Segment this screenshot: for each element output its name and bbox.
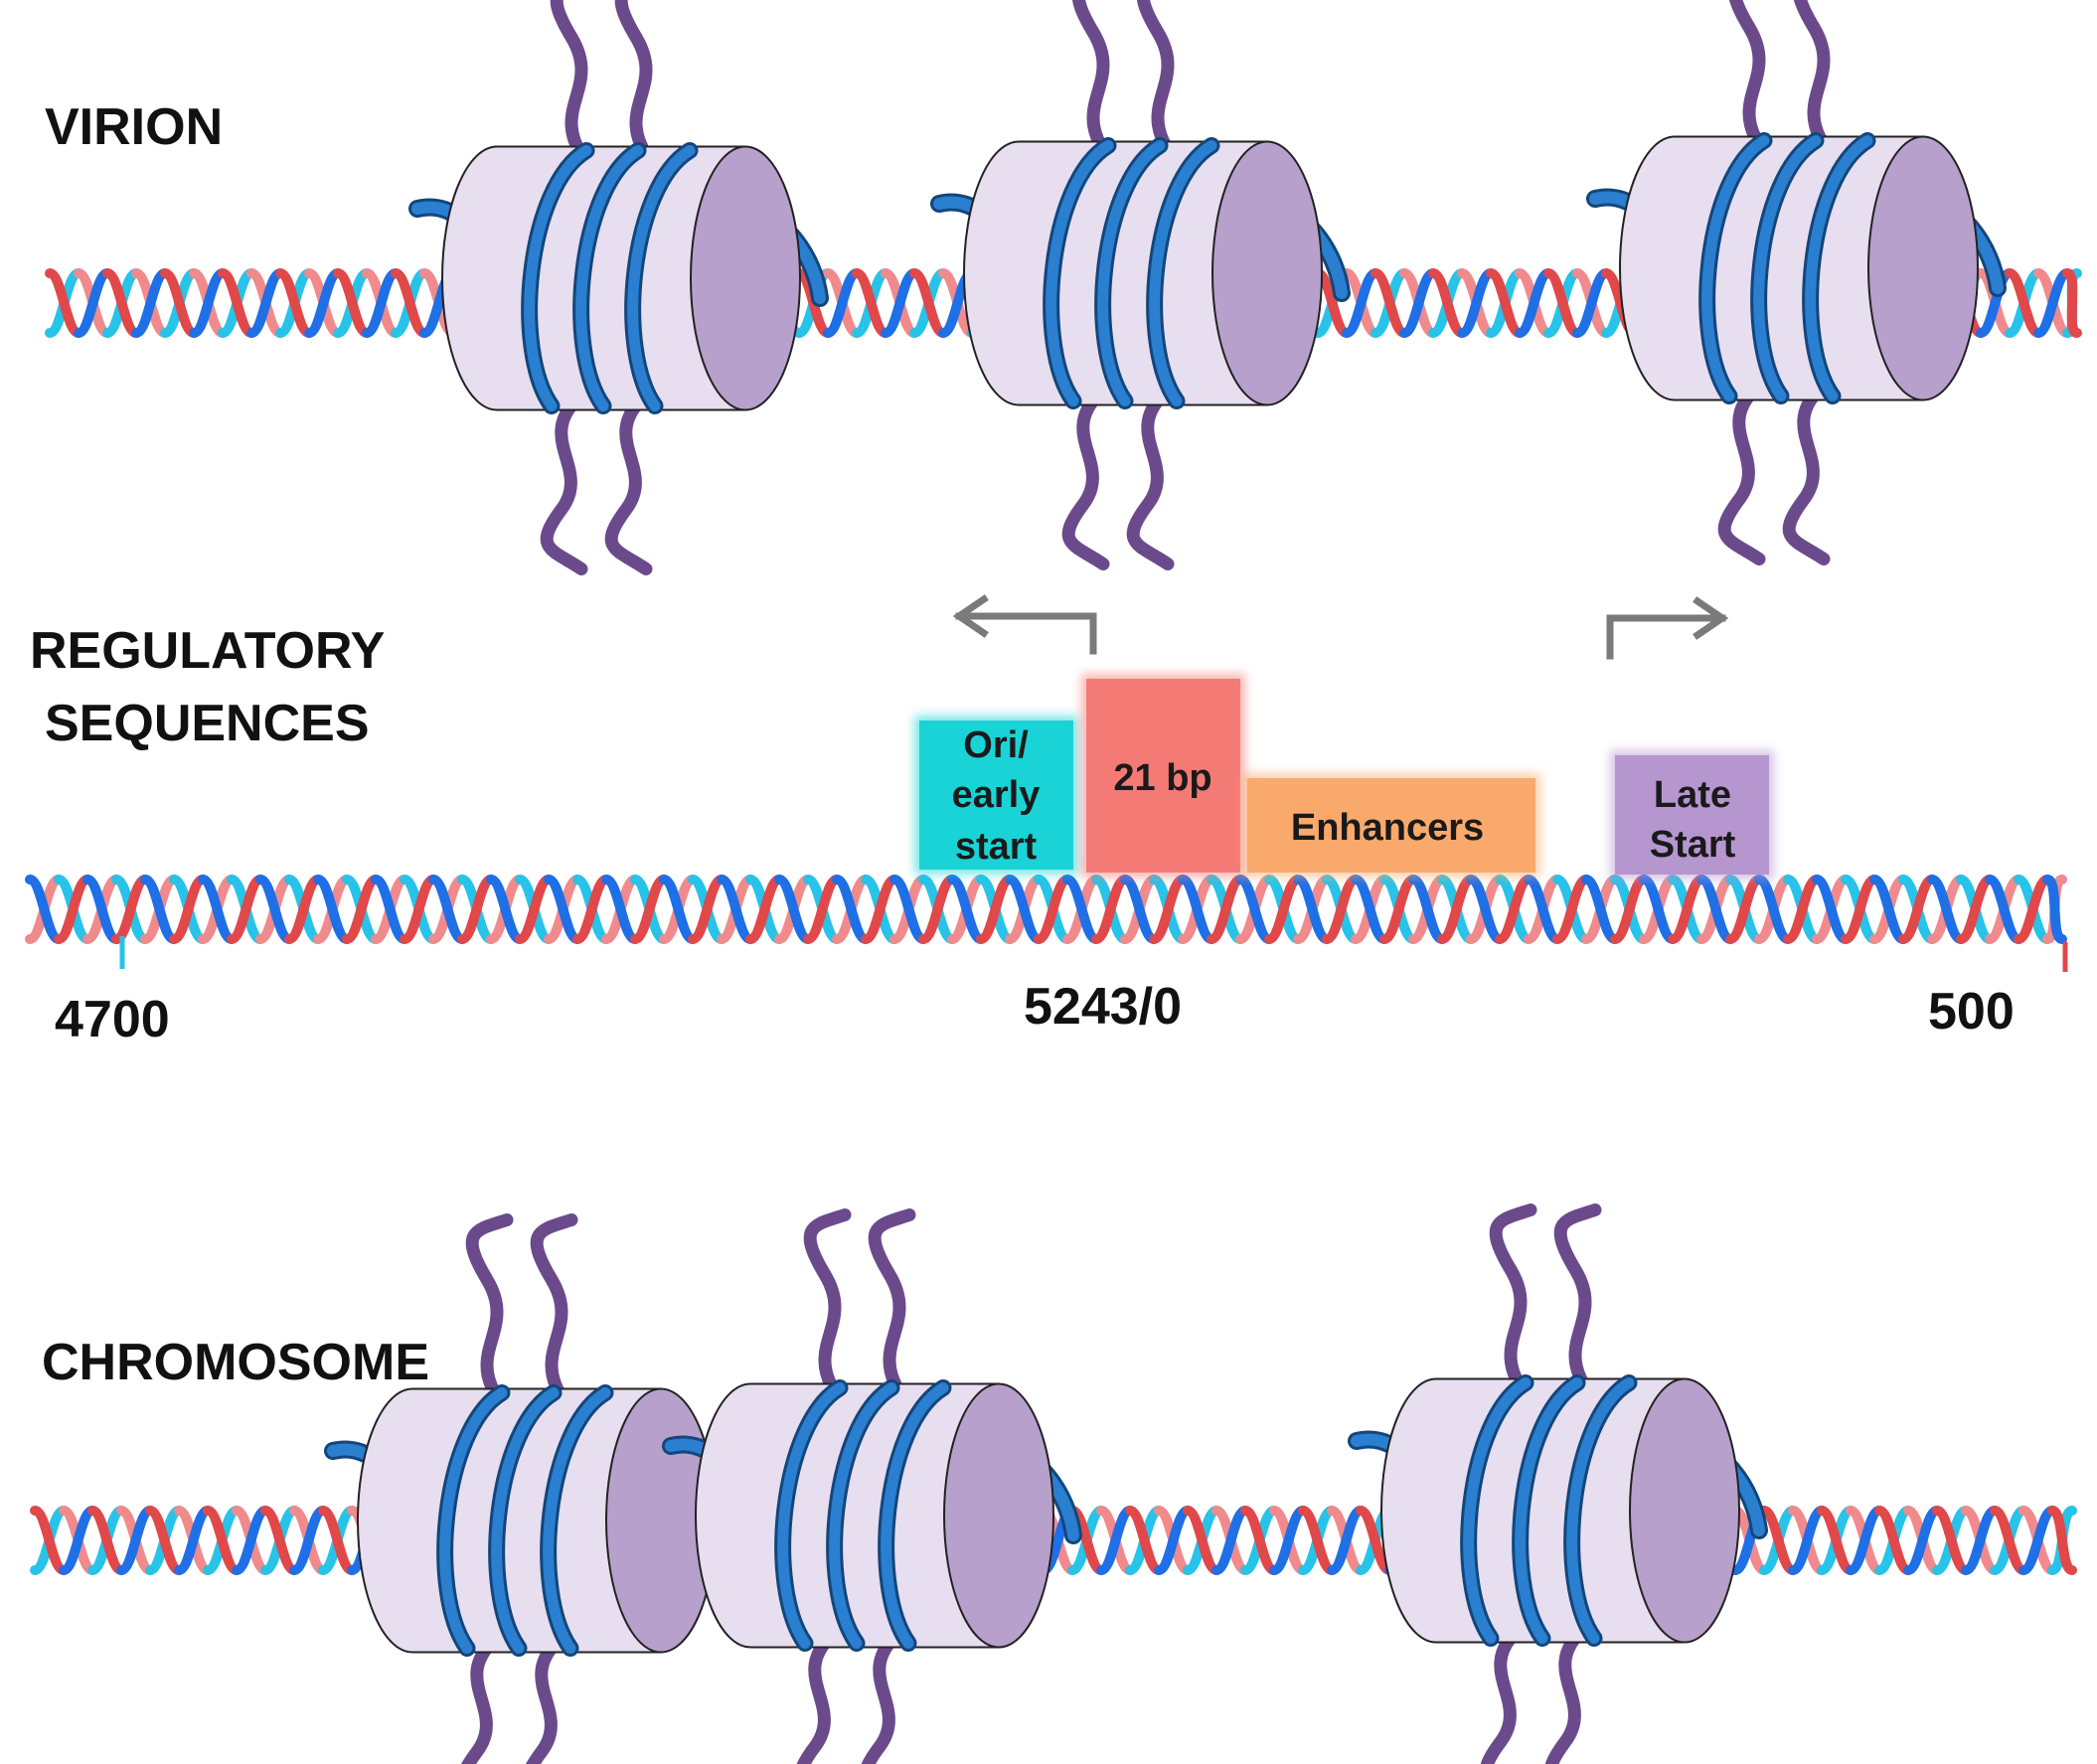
regulatory-box-21bp-label: 21 bp — [1113, 757, 1211, 799]
chromosome-dna-strand — [30, 1203, 2077, 1764]
position-label-4700: 4700 — [55, 991, 170, 1048]
regulatory-box-ori-line3: start — [955, 826, 1038, 868]
regulatory-box-enhancers: Enhancers — [1242, 773, 1540, 878]
position-label-5243: 5243/0 — [1024, 978, 1182, 1036]
section-label-chromosome: CHROMOSOME — [42, 1334, 429, 1391]
position-label-500: 500 — [1928, 983, 2015, 1041]
regulatory-dna-strand — [25, 875, 2067, 944]
nucleosome-virion-3 — [1586, 0, 2007, 565]
nucleosome-chromosome-2 — [662, 1208, 1082, 1764]
regulatory-box-ori-line1: Ori/ — [963, 724, 1029, 766]
regulatory-box-late-line2: Start — [1650, 824, 1736, 866]
section-label-regulatory-line2: SEQUENCES — [45, 695, 370, 752]
regulatory-box-late-start: Late Start — [1610, 750, 1774, 880]
nucleosome-virion-1 — [408, 0, 829, 575]
regulatory-box-21bp: 21 bp — [1081, 674, 1245, 878]
virion-dna-strand — [45, 0, 2082, 575]
section-label-regulatory-line1: REGULATORY — [30, 622, 385, 680]
section-label-virion: VIRION — [45, 98, 223, 156]
regulatory-box-ori: Ori/ early start — [914, 716, 1078, 875]
nucleosome-chromosome-3 — [1348, 1203, 1768, 1764]
regulatory-box-late-line1: Late — [1654, 774, 1731, 816]
late-transcription-arrow — [1606, 596, 1729, 660]
nucleosome-chromosome-1 — [324, 1213, 744, 1764]
regulatory-box-ori-line2: early — [952, 774, 1041, 816]
nucleosome-virion-2 — [930, 0, 1351, 570]
regulatory-box-enhancers-label: Enhancers — [1291, 807, 1484, 849]
early-transcription-arrow — [952, 594, 1097, 655]
